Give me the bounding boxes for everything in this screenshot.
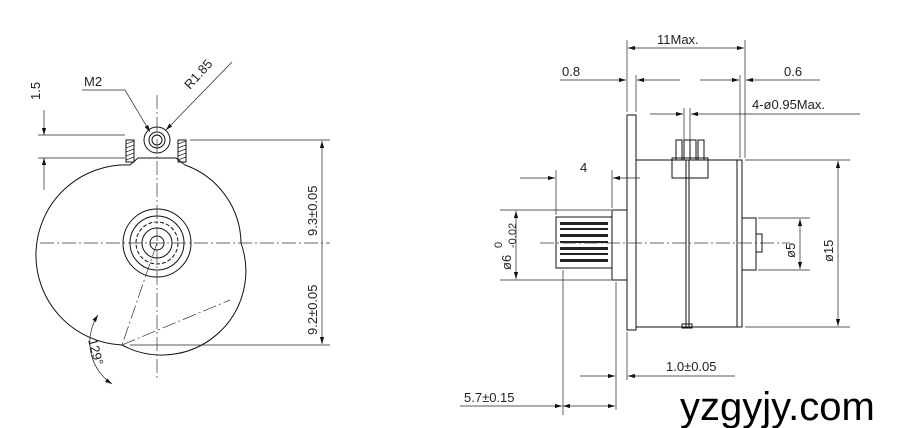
dim-0-8: 0.8 xyxy=(562,64,580,79)
watermark: yzgyjy.com xyxy=(680,385,875,428)
svg-text:ø6: ø6 xyxy=(499,255,514,270)
dim-4: 4 xyxy=(580,160,587,175)
dim-body-dia: ø15 xyxy=(821,240,836,262)
dim-1-0: 1.0±0.05 xyxy=(666,359,717,374)
dim-5-7: 5.7±0.15 xyxy=(464,390,515,405)
angle-129: 129° xyxy=(85,337,106,367)
side-view: 11Max. 0.8 0.6 4-ø0.95Max. 4 ø6 0 -0.02 … xyxy=(460,32,860,415)
svg-text:0: 0 xyxy=(493,242,505,248)
gear-teeth xyxy=(560,222,608,262)
terminal-right xyxy=(177,139,187,163)
dim-11max: 11Max. xyxy=(657,32,699,47)
flange xyxy=(626,114,637,331)
label-m2: M2 xyxy=(84,74,102,89)
motor-outline xyxy=(35,164,247,356)
dim-1-5: 1.5 xyxy=(28,82,43,100)
dim-9-3: 9.3±0.05 xyxy=(305,185,320,236)
pins xyxy=(671,139,709,179)
shaft-boss xyxy=(611,209,628,281)
dim-boss-dia: ø5 xyxy=(783,243,798,258)
front-view: 1.5 M2 R1.85 9.3±0.05 9.2±0.05 129° xyxy=(28,56,330,385)
pinion-gear xyxy=(555,216,613,269)
label-r185: R1.85 xyxy=(181,56,215,92)
rear-boss xyxy=(741,217,757,271)
dim-9-2: 9.2±0.05 xyxy=(305,284,320,335)
terminal-left xyxy=(125,139,135,163)
dim-pins: 4-ø0.95Max. xyxy=(752,97,825,112)
svg-text:-0.02: -0.02 xyxy=(507,223,519,248)
dim-0-6: 0.6 xyxy=(784,64,802,79)
dim-shaft-dia: ø6 0 -0.02 xyxy=(493,223,519,270)
